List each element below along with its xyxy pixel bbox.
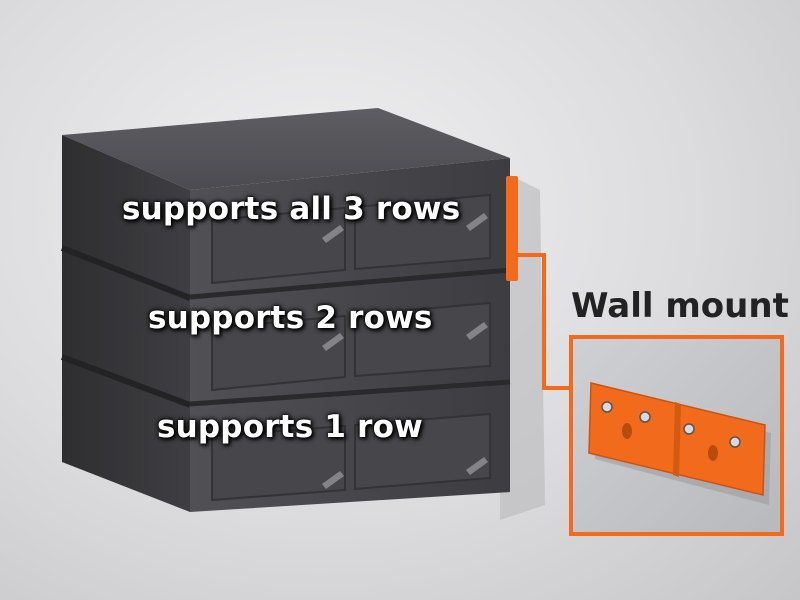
drawer-panel	[354, 301, 491, 378]
label-supports-1-row: supports 1 row	[157, 409, 423, 445]
wall-bracket	[506, 176, 518, 281]
cabinet-top	[62, 108, 510, 190]
wall-mount-plate-illustration	[588, 382, 771, 505]
shelf-divider	[189, 379, 511, 407]
drawer-panel	[354, 193, 491, 271]
drawer-panel	[211, 206, 346, 285]
cabinet-side	[62, 135, 190, 512]
screw-icon	[639, 411, 651, 423]
wall-mount-inset	[569, 335, 784, 536]
screw-icon	[729, 436, 741, 448]
drawer-panel	[211, 424, 346, 502]
wall-mount-title: Wall mount	[571, 286, 789, 326]
label-supports-all-3-rows: supports all 3 rows	[122, 191, 461, 227]
drawer-panel	[211, 314, 346, 392]
keyhole-slot-icon	[622, 423, 632, 439]
screw-icon	[601, 401, 613, 413]
callout-connector	[518, 253, 571, 390]
drawer-panel	[354, 412, 491, 491]
screw-icon	[683, 423, 695, 435]
label-supports-2-rows: supports 2 rows	[148, 300, 433, 336]
keyhole-slot-icon	[708, 445, 718, 461]
shelf-divider	[189, 267, 511, 300]
